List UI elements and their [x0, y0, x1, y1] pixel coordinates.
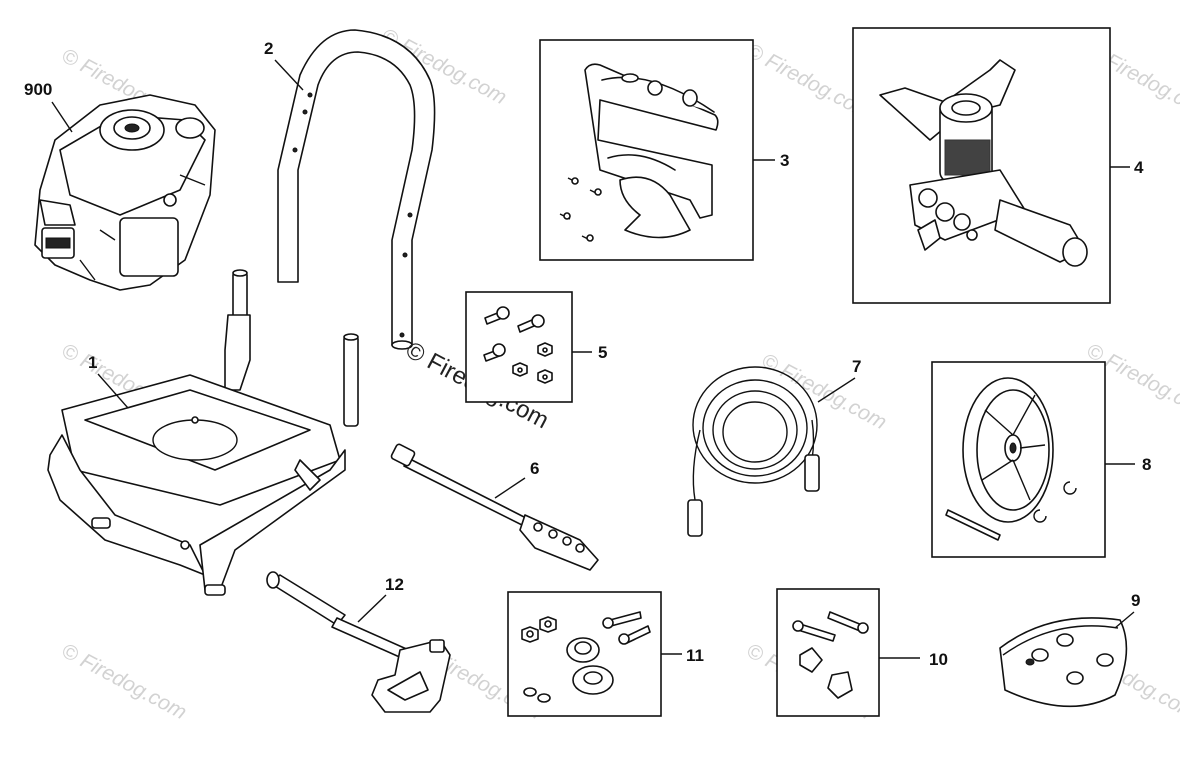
spray-gun-part[interactable]: [266, 571, 451, 713]
frame-part[interactable]: [47, 269, 359, 596]
hardware11-part[interactable]: [521, 611, 651, 703]
leader-9: [1114, 611, 1135, 629]
callout-9: 9: [1131, 591, 1140, 610]
engine-part[interactable]: [34, 94, 216, 291]
callout-3: 3: [780, 151, 789, 170]
hose-part[interactable]: [687, 366, 820, 537]
nozzle-bag-part[interactable]: [999, 617, 1128, 708]
callout-8: 8: [1142, 455, 1151, 474]
callout-12: 12: [385, 575, 404, 594]
callout-7: 7: [852, 357, 861, 376]
hardware5-part[interactable]: [483, 306, 553, 384]
watermark-faint: © Firedog.com: [758, 349, 891, 434]
leader-1: [97, 373, 129, 409]
callout-11: 11: [686, 646, 704, 665]
pump-part[interactable]: [879, 59, 1088, 267]
hardware10-part[interactable]: [792, 611, 869, 699]
callout-10: 10: [929, 650, 948, 669]
watermark-faint: © Firedog.com: [58, 639, 191, 724]
leader-12: [357, 594, 387, 623]
leader-900: [51, 101, 73, 133]
callout-5: 5: [598, 343, 607, 362]
callout-6: 6: [530, 459, 539, 478]
wheel-part[interactable]: [945, 377, 1077, 541]
callout-900: 900: [24, 80, 52, 99]
callout-4: 4: [1134, 158, 1144, 177]
callout-2: 2: [264, 39, 273, 58]
handle-part[interactable]: [277, 29, 436, 350]
hardware5-box: [465, 291, 573, 403]
hardware10-box: [776, 588, 880, 717]
leader-2: [274, 59, 304, 91]
lance-part[interactable]: [390, 443, 599, 571]
callout-1: 1: [88, 353, 97, 372]
leader-7: [817, 377, 856, 403]
leader-6: [494, 477, 526, 499]
bracket-part[interactable]: [559, 63, 719, 242]
